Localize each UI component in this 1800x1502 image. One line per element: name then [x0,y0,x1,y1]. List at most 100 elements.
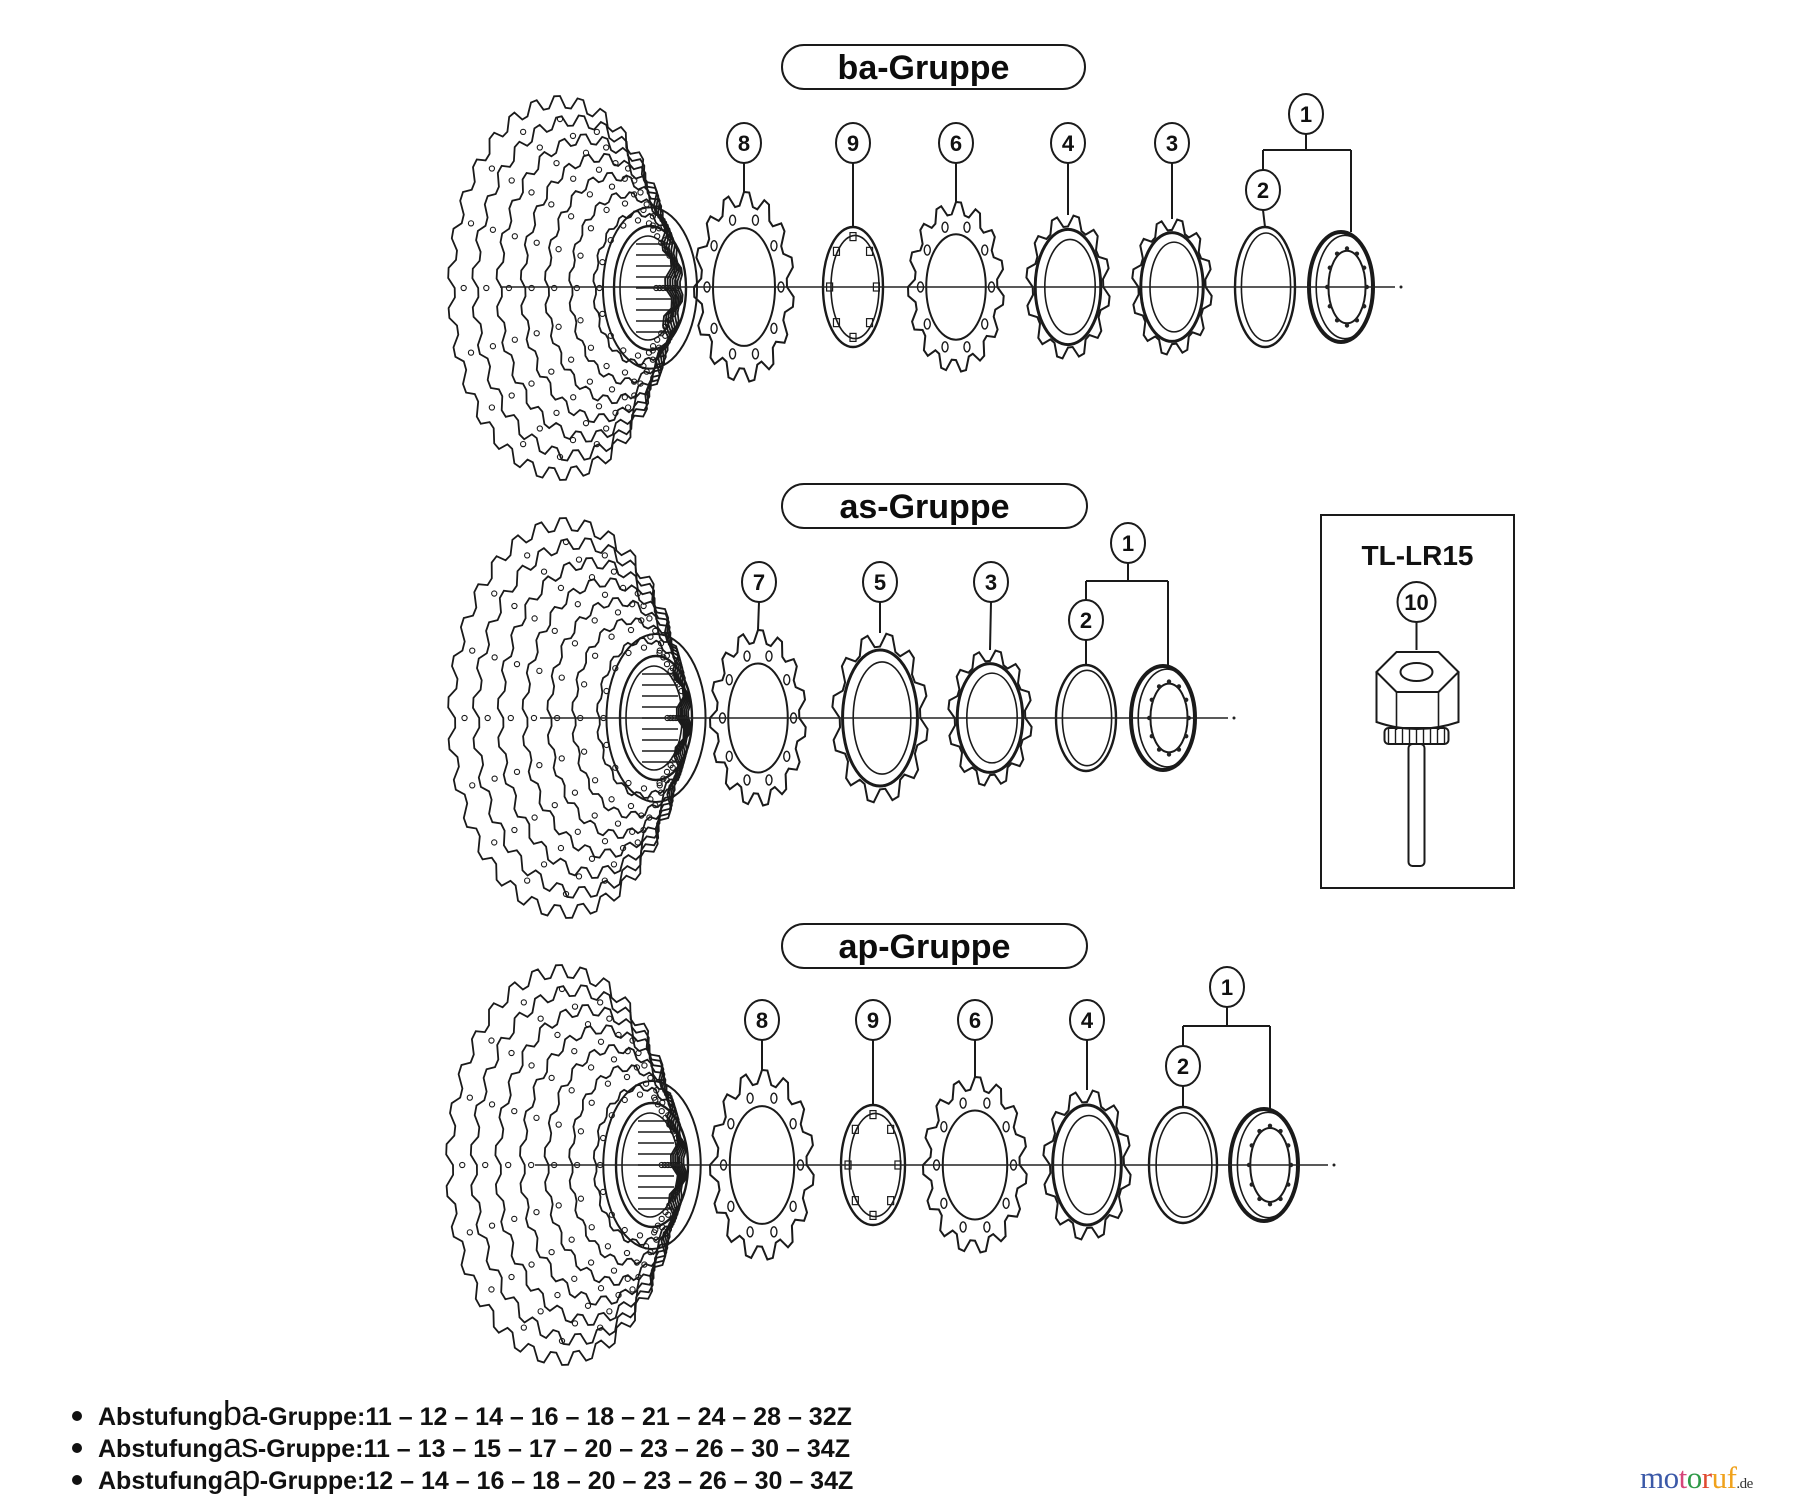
lockring-spline-icon [1166,679,1172,684]
cassette-hole-icon [636,1091,644,1098]
cassette-hole-icon [591,617,598,624]
cassette-hole-icon [587,1259,595,1266]
cassette-hole-icon [528,1261,535,1268]
cassette-cog-icon [592,210,684,366]
cassette-hole-icon [571,1003,579,1010]
cassette-hole-icon [536,425,543,432]
spacer-tab-icon [887,1124,895,1134]
cassette-hole-icon [570,394,577,401]
cassette-hole-icon [551,284,558,292]
sprocket-hole-icon [770,1092,778,1104]
cassette-cog-icon [519,1024,683,1306]
callout-number: 9 [867,1008,879,1033]
spacer-tab-icon [849,232,857,242]
sprocket-hole-icon [783,674,791,686]
cassette-hole-icon [511,1107,518,1115]
sprocket-hole-icon [1002,1121,1010,1133]
callout-circle-icon [973,561,1009,603]
callout-9: 9 [855,999,891,1041]
sprocket-hole-icon [770,1226,778,1238]
cassette-cog-icon [544,171,680,405]
cassette-hole-icon [505,284,513,292]
cassette-hole-icon [584,1302,592,1309]
spacer-tab-icon [865,318,874,328]
lockring-spline-icon [1278,1196,1283,1202]
cassette-hole-icon [593,128,601,136]
callout-10: 10 [1396,581,1437,623]
cassette-hole-icon [604,1080,612,1087]
cassette-hole-icon [491,654,498,661]
lockring-spline-icon [1354,251,1360,256]
cassette-hole-icon [508,392,515,399]
cassette-hole-icon [610,568,618,575]
callout-circle-icon [726,122,762,164]
cassette-hole-icon [610,1267,618,1274]
callout-circle-icon [1050,122,1086,164]
cassette-hole-icon [577,317,584,324]
group-title: ap-Gruppe [839,928,1011,966]
callout-number: 4 [1081,1008,1094,1033]
sprocket-hole-icon [983,1221,991,1233]
lockring-spline-icon [1361,304,1367,309]
lockring-spline-icon [1176,684,1182,689]
cassette-hole-icon [678,687,685,695]
leader-line [989,601,992,651]
cassette-hole-icon [528,380,535,387]
spacer-tab-icon [832,246,841,256]
cassette-hole-icon [531,615,538,622]
cassette-hole-icon [662,332,669,339]
callout-8: 8 [726,122,762,164]
cassette-hole-icon [627,626,635,634]
cassette-hole-icon [634,839,641,846]
tool-shaft-icon [1407,743,1426,867]
cassette-hole-icon [505,1161,512,1169]
sprocket-hole-icon [710,322,718,335]
callout-number: 2 [1177,1054,1189,1079]
callout-number: 1 [1122,531,1134,556]
cassette-hole-icon [603,206,610,214]
cassette-hole-icon [571,789,579,796]
cassette-hole-icon [533,330,540,337]
cassette-hole-icon [634,352,642,359]
cassette-hole-icon [533,1208,540,1216]
sprocket-hole-icon [765,650,773,662]
cassette-hole-icon [577,1128,585,1135]
lockring-tool-icon [1375,651,1460,867]
cassette-hole-icon [536,667,543,675]
callout-circle-icon [1396,581,1437,623]
sprocket-hole-icon [923,244,931,256]
cassette-hole-icon [460,284,467,292]
sprocket-hole-icon [746,1092,754,1104]
sprocket-hole-icon [963,221,971,233]
cassette-cog-icon [447,517,685,919]
callout-circle-icon [957,999,993,1041]
cassette-hole-icon [491,839,498,846]
cassette-hole-icon [530,714,538,722]
cassette-hole-icon [586,191,594,198]
cassette-hole-icon [603,425,610,432]
callout-number: 10 [1404,590,1428,615]
cassette-hole-icon [540,861,548,868]
cassette-hole-icon [649,213,657,220]
tool-hex-top-icon [1375,651,1460,693]
cassette-hole-icon [569,436,577,444]
callout-number: 1 [1300,102,1312,127]
cassette-hole-icon [606,1308,613,1315]
callout-3: 3 [973,561,1009,603]
cassette-hole-icon [554,1031,561,1039]
legend-steps: 11 – 12 – 14 – 16 – 18 – 21 – 24 – 28 – … [365,1403,852,1431]
legend-suffix: -Gruppe: [257,1435,364,1463]
cassette-hole-icon [580,748,588,755]
cassette-hole-icon [577,1195,585,1202]
cassette-hole-icon [665,1211,672,1218]
cassette-hole-icon [610,1056,618,1063]
callout-circle-icon [1209,966,1245,1008]
sprocket-hole-icon [743,650,751,662]
cassette-hole-icon [663,768,671,776]
callout-number: 7 [753,570,765,595]
cassette-hole-icon [587,1064,595,1071]
cassette-hole-icon [483,284,490,292]
cassette-hole-icon [604,1243,612,1250]
lockring-spline-icon [1286,1182,1291,1187]
callout-number: 6 [969,1008,981,1033]
